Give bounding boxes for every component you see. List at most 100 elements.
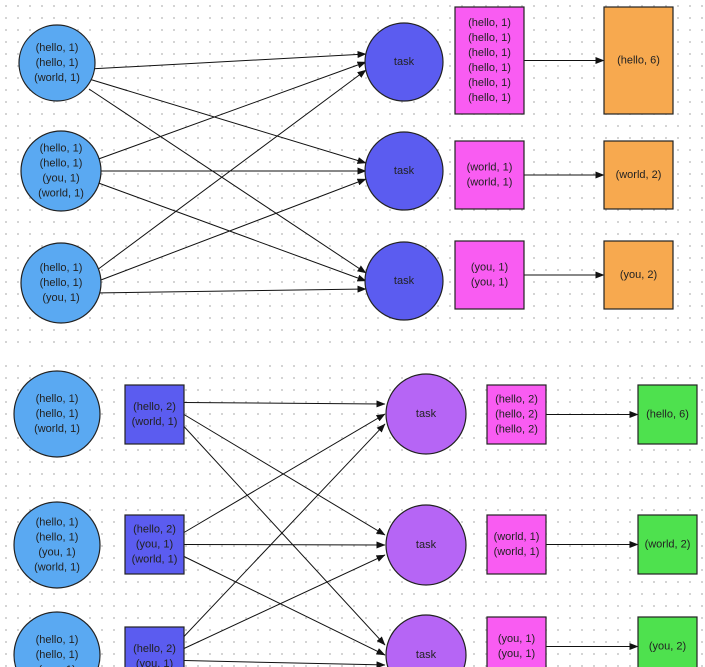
bottom-group-box-3-line: (you, 1) [498,633,535,645]
top-result-box-3-label: (you, 2) [620,269,657,281]
bottom-input-node-1: (hello, 1) (hello, 1) (world, 1) [13,370,101,458]
edge-top-input-0-to-task-1 [88,78,367,164]
top-input-node-2-shape [20,130,102,212]
top-group-box-2: (world, 1) (world, 1) [454,140,525,210]
top-result-box-2: (world, 2) [603,140,674,210]
top-input-node-2-line: (you, 1) [42,173,79,185]
bottom-input-node-1-line: (world, 1) [34,423,80,435]
bottom-combined-box-2: (hello, 2) (you, 1) (world, 1) [124,514,185,575]
bottom-combined-box-3-shape [124,626,185,667]
bottom-task-node-2-shape [385,504,467,586]
bottom-result-box-3-shape [637,616,698,667]
top-group-box-1-line: (hello, 1) [468,32,511,44]
bottom-task-node-1-label: task [416,408,437,420]
bottom-combined-box-2-line: (you, 1) [136,539,173,551]
bottom-input-node-3: (hello, 1)(hello, 1)(you, 1) [13,611,101,667]
bottom-combined-box-3: (hello, 2)(you, 1) [124,626,185,667]
bottom-input-node-1-line: (hello, 1) [36,408,79,420]
top-input-node-2-line: (hello, 1) [40,158,83,170]
bottom-task-node-2: task [385,504,467,586]
bottom-result-box-1-label: (hello, 6) [646,409,689,421]
top-input-node-1-line: (world, 1) [34,72,80,84]
top-task-node-3: task [364,241,444,321]
top-input-node-3-line: (hello, 1) [40,262,83,274]
bottom-combined-box-1-shape [124,384,185,445]
edge-top-input-2-to-task-2 [92,285,367,294]
bottom-combined-box-3-line: (you, 1) [136,658,173,667]
top-group-box-2-line: (world, 1) [467,162,513,174]
bottom-group-box-1-line: (hello, 2) [495,409,538,421]
bottom-combined-box-2-line: (hello, 2) [133,524,176,536]
bottom-input-node-3-line: (hello, 1) [36,634,79,646]
bottom-group-box-3-shape [486,616,547,667]
edge-bottom-combined-0-to-task-2 [183,426,386,646]
bottom-diagram-panel [0,360,705,667]
edge-top-input-0-to-task-2 [88,88,367,274]
top-result-box-1: (hello, 6) [603,6,674,115]
bottom-combined-box-2-shape [124,514,185,575]
top-task-node-3-shape [364,241,444,321]
top-task-node-2: task [364,131,444,211]
top-group-box-1: (hello, 1)(hello, 1)(hello, 1)(hello, 1)… [454,6,525,115]
bottom-result-box-3-label: (you, 2) [649,641,686,653]
bottom-group-box-2-shape [486,514,547,575]
top-task-node-2-label: task [394,165,415,177]
top-result-box-2-shape [603,140,674,210]
top-input-node-3-line: (hello, 1) [40,277,83,289]
top-group-box-1-line: (hello, 1) [468,77,511,89]
bottom-combined-box-1: (hello, 2) (world, 1) [124,384,185,445]
top-result-box-1-label: (hello, 6) [617,55,660,67]
bottom-result-box-3: (you, 2) [637,616,698,667]
top-input-node-2-line: (hello, 1) [40,143,83,155]
bottom-result-box-2-shape [637,514,698,575]
bottom-result-box-2: (world, 2) [637,514,698,575]
bottom-input-node-2-shape [13,501,101,589]
bottom-group-box-1-shape [486,384,547,445]
top-task-node-1-shape [364,22,444,102]
bottom-task-node-1-shape [385,373,467,455]
top-task-node-1: task [364,22,444,102]
top-task-node-2-shape [364,131,444,211]
bottom-result-box-1-shape [637,384,698,445]
bottom-combined-box-1-line: (hello, 2) [133,401,176,413]
bottom-input-node-2-line: (hello, 1) [36,517,79,529]
edge-top-input-2-to-task-1 [92,178,367,284]
top-result-box-3: (you, 2) [603,240,674,310]
edge-bottom-combined-2-to-task-2 [183,660,386,667]
top-task-node-1-label: task [394,56,415,68]
top-result-box-1-shape [603,6,674,115]
edge-top-input-1-to-task-0 [92,61,367,162]
bottom-group-box-3: (you, 1) (you, 1) [486,616,547,667]
top-group-box-3: (you, 1)(you, 1) [454,240,525,310]
top-input-node-1-shape [18,24,96,102]
top-input-node-1-line: (hello, 1) [36,42,79,54]
top-input-node-3: (hello, 1) (hello, 1) (you, 1) [20,242,102,324]
bottom-group-box-1-line: (hello, 2) [495,424,538,436]
bottom-group-box-1-line: (hello, 2) [495,394,538,406]
edge-bottom-combined-2-to-task-1 [183,554,386,649]
bottom-input-node-1-shape [13,370,101,458]
bottom-input-node-2: (hello, 1)(hello, 1)(you, 1)(world, 1) [13,501,101,589]
edge-bottom-combined-0-to-task-0 [183,400,386,408]
bottom-combined-box-2-line: (world, 1) [132,554,178,566]
top-input-node-1-line: (hello, 1) [36,57,79,69]
top-input-node-2-line: (world, 1) [38,188,84,200]
bottom-combined-box-1-line: (world, 1) [132,416,178,428]
top-result-box-3-shape [603,240,674,310]
top-group-box-3-line: (you, 1) [471,277,508,289]
bottom-result-box-2-label: (world, 2) [645,539,691,551]
bottom-input-node-1-line: (hello, 1) [36,393,79,405]
top-group-box-2-line: (world, 1) [467,177,513,189]
bottom-group-box-3-line: (you, 1) [498,648,535,660]
bottom-task-node-3: task [385,614,467,667]
top-input-node-2: (hello, 1) (hello, 1) (you, 1) (world, 1) [20,130,102,212]
bottom-input-node-3-line: (hello, 1) [36,649,79,661]
bottom-input-node-3-shape [13,611,101,667]
top-input-node-3-line: (you, 1) [42,292,79,304]
edge-top-input-2-to-task-0 [92,69,367,274]
bottom-task-node-3-shape [385,614,467,667]
bottom-input-node-2-line: (you, 1) [38,547,75,559]
top-group-box-1-line: (hello, 1) [468,92,511,104]
top-task-node-3-label: task [394,275,415,287]
bottom-task-node-1: task [385,373,467,455]
